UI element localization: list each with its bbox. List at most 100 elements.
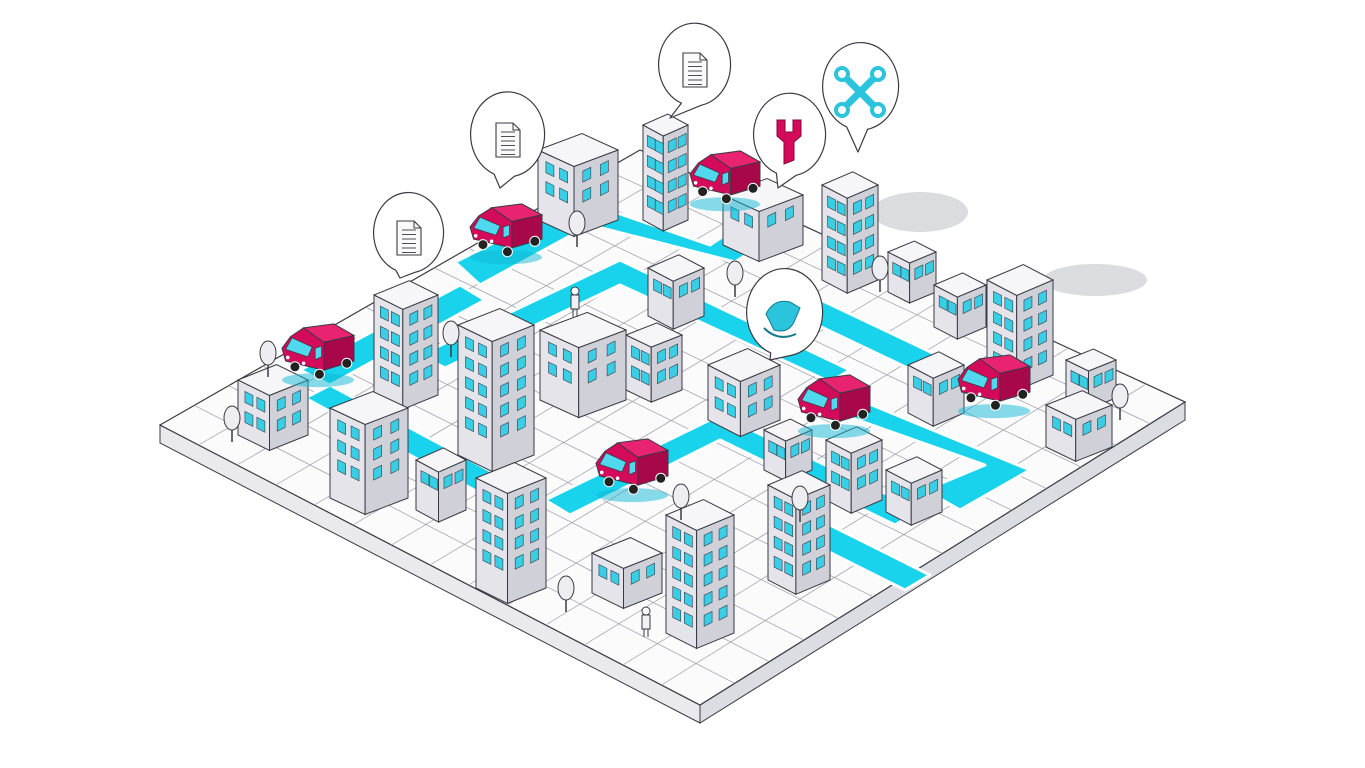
- tool-head: [870, 102, 886, 118]
- window: [545, 181, 555, 198]
- window: [748, 401, 757, 418]
- window: [727, 382, 736, 399]
- window: [993, 290, 1002, 307]
- van-wheel: [655, 472, 667, 484]
- building-face-right: [696, 514, 735, 650]
- bubble-tools: [822, 42, 900, 153]
- window: [256, 396, 266, 413]
- window: [962, 298, 972, 315]
- window: [646, 562, 655, 579]
- window: [465, 336, 474, 353]
- window: [390, 418, 400, 435]
- window: [610, 569, 620, 586]
- window: [1004, 316, 1014, 333]
- van-wheel: [627, 483, 639, 495]
- window: [679, 282, 688, 299]
- window: [380, 305, 389, 322]
- tree-crown: [672, 483, 690, 509]
- tree: [259, 340, 277, 377]
- window: [465, 396, 474, 413]
- van-headlight: [977, 392, 982, 397]
- van-headlight: [709, 186, 713, 191]
- window: [684, 551, 693, 568]
- window: [465, 416, 474, 433]
- window: [767, 211, 777, 228]
- window: [684, 611, 693, 628]
- window: [718, 544, 728, 561]
- window: [831, 470, 840, 487]
- building-face-right: [507, 477, 547, 605]
- document-fold: [699, 53, 707, 61]
- window: [606, 340, 616, 357]
- window: [785, 205, 794, 222]
- window: [836, 240, 846, 257]
- tree-crown: [791, 485, 809, 511]
- window: [1038, 289, 1047, 306]
- building-roof: [474, 462, 548, 494]
- window: [684, 531, 693, 548]
- window: [831, 450, 840, 467]
- window: [1004, 336, 1014, 353]
- window: [802, 539, 812, 556]
- window: [836, 220, 846, 237]
- building-roof: [906, 351, 966, 379]
- van-shadow: [798, 424, 870, 439]
- window: [631, 345, 640, 362]
- window: [640, 349, 650, 366]
- van-headlight: [817, 412, 822, 417]
- window: [373, 444, 382, 461]
- van-wheel: [341, 357, 353, 369]
- window: [409, 309, 419, 326]
- window: [703, 610, 713, 627]
- document-icon: [682, 52, 708, 88]
- tree: [726, 260, 744, 297]
- wrench-icon: [776, 119, 802, 165]
- window: [672, 525, 682, 542]
- window: [773, 495, 783, 512]
- van-windshield: [961, 368, 989, 389]
- tower-top: [641, 113, 690, 232]
- van-wheel: [477, 239, 489, 251]
- window: [514, 493, 524, 510]
- building-roof: [536, 132, 620, 168]
- building-roof: [766, 470, 832, 500]
- window: [1004, 296, 1014, 313]
- window: [606, 360, 616, 377]
- tree-crown: [259, 340, 277, 366]
- window: [500, 421, 509, 438]
- window: [718, 604, 728, 621]
- building-roof: [624, 322, 684, 348]
- window: [500, 341, 509, 358]
- window: [478, 382, 487, 399]
- building-roof: [820, 171, 880, 199]
- window: [380, 345, 389, 362]
- window: [1082, 419, 1092, 436]
- window: [667, 197, 677, 214]
- window: [865, 193, 874, 210]
- bubble-document-2: [470, 91, 546, 189]
- window: [256, 416, 266, 433]
- van-4: [797, 374, 872, 439]
- tree: [871, 255, 889, 292]
- window: [853, 219, 862, 236]
- tree: [557, 575, 575, 612]
- tower-right-top: [820, 171, 880, 295]
- window: [482, 548, 492, 565]
- window: [482, 528, 492, 545]
- grid-line: [605, 169, 1151, 424]
- tool-wrench-2: [840, 72, 880, 112]
- house-mid-2: [762, 418, 814, 482]
- window: [653, 278, 662, 295]
- bubble-wrench: [753, 92, 827, 189]
- building-face-left: [457, 324, 493, 473]
- person: [570, 286, 580, 317]
- window: [373, 464, 382, 481]
- van-headlight: [285, 355, 290, 360]
- tree-crown: [223, 405, 241, 431]
- van-6: [595, 438, 670, 503]
- wrench-shape: [776, 119, 802, 165]
- bubble-document-3: [658, 22, 732, 119]
- window: [390, 438, 400, 455]
- window: [853, 239, 862, 256]
- window: [530, 547, 539, 564]
